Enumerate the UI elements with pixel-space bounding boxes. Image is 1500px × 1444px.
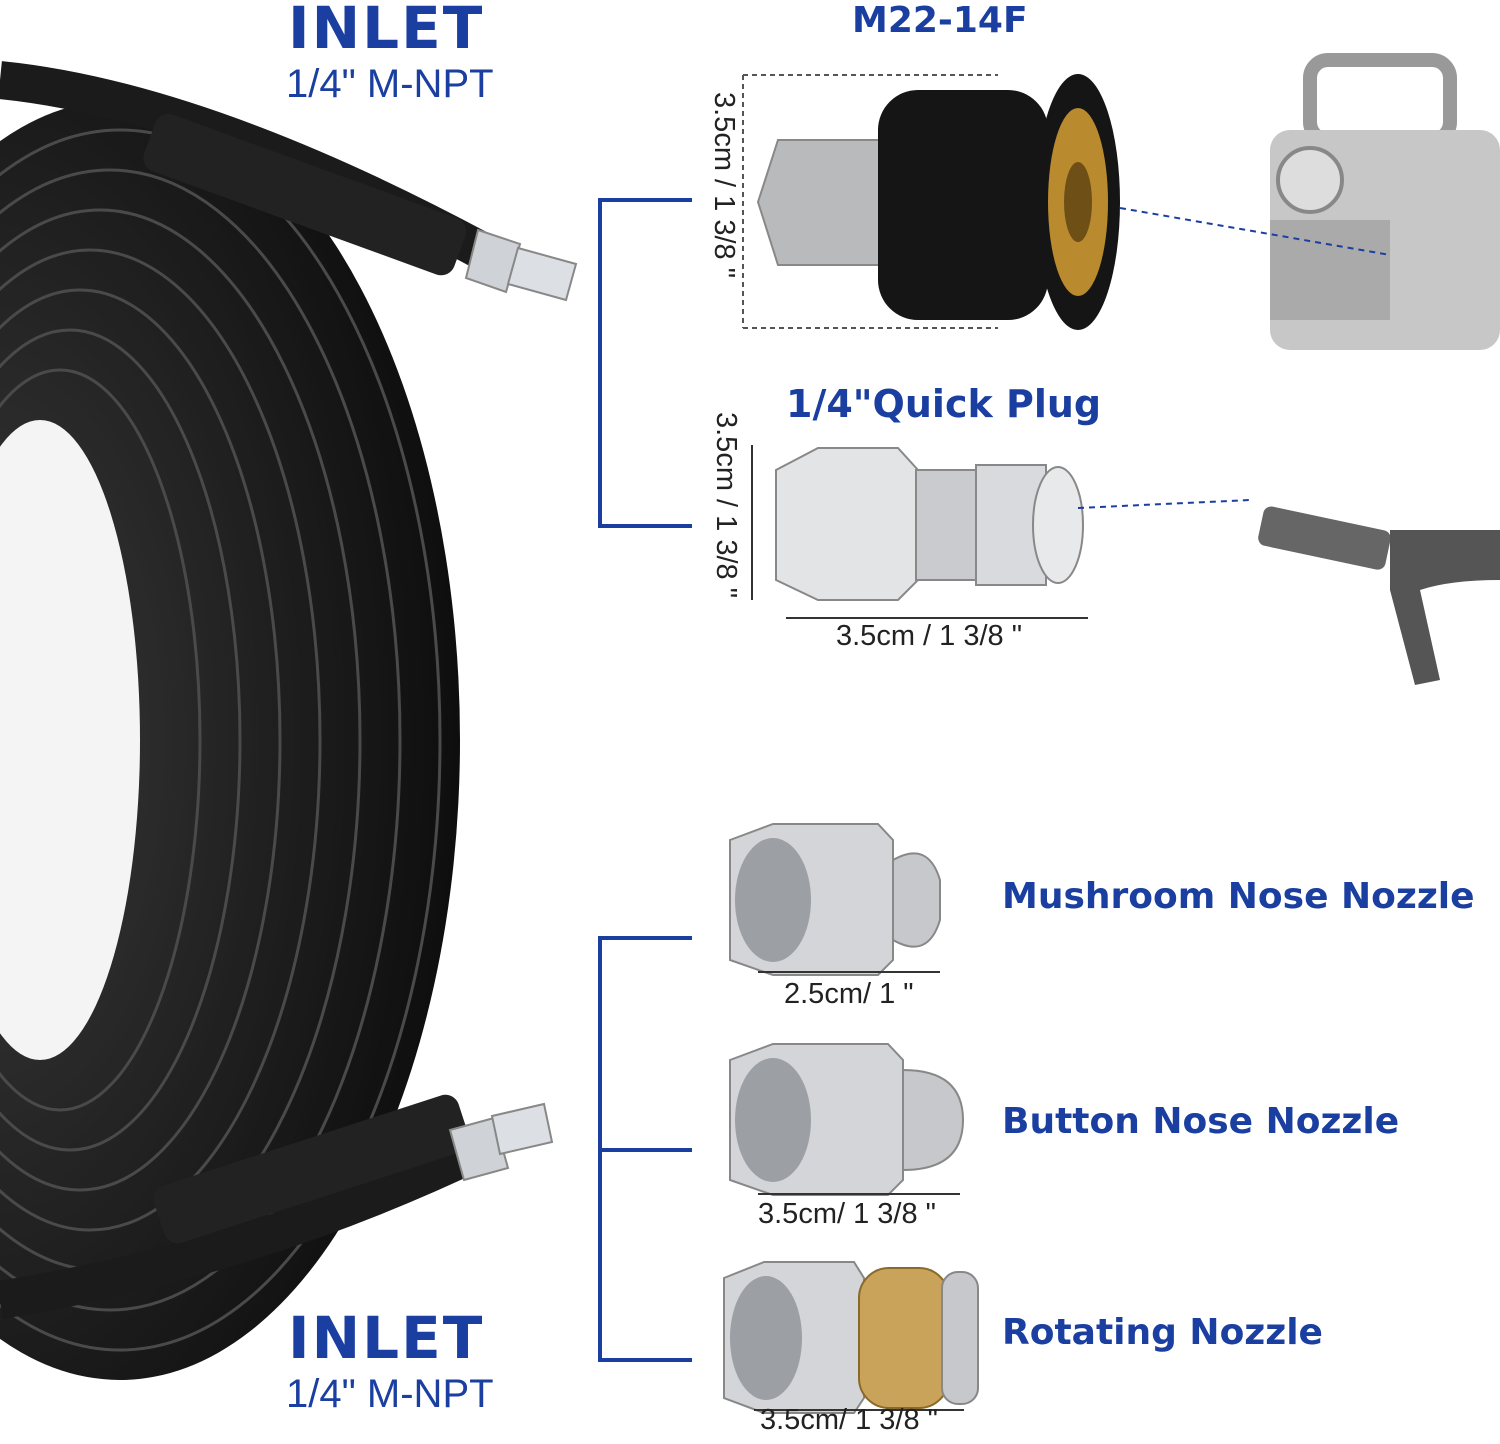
- mushroom-nozzle-label: Mushroom Nose Nozzle: [1002, 876, 1475, 917]
- rotating-nozzle-label: Rotating Nozzle: [1002, 1312, 1323, 1353]
- inlet-top-spec: 1/4" M-NPT: [286, 62, 494, 106]
- button-nozzle-image: [729, 1043, 965, 1196]
- button-nozzle-dim: 3.5cm/ 1 3/8 ": [758, 1198, 936, 1230]
- nozzle-bracket: [598, 936, 692, 1362]
- inlet-top-title: INLET: [288, 0, 485, 62]
- connector-bracket-top: [598, 198, 692, 528]
- mushroom-nozzle-dim: 2.5cm/ 1 ": [784, 978, 914, 1010]
- rotating-nozzle-dim: 3.5cm/ 1 3/8 ": [760, 1404, 938, 1436]
- m22-fitting-image: [742, 74, 1120, 330]
- mushroom-nozzle-image: [729, 823, 941, 976]
- m22-label: M22-14F: [852, 0, 1028, 41]
- spray-gun-image: [1077, 499, 1500, 685]
- quick-plug-image: [751, 445, 1088, 619]
- hose-coil-image: [0, 61, 578, 1380]
- quick-plug-height-dim: 3.5cm / 1 3/8 ": [710, 412, 742, 598]
- pressure-washer-image: [1120, 53, 1500, 350]
- button-nozzle-label: Button Nose Nozzle: [1002, 1101, 1400, 1142]
- quick-plug-width-dim: 3.5cm / 1 3/8 ": [836, 620, 1022, 652]
- quick-plug-label: 1/4"Quick Plug: [786, 382, 1102, 426]
- inlet-bottom-spec: 1/4" M-NPT: [286, 1372, 494, 1416]
- rotating-nozzle-image: [723, 1261, 979, 1414]
- inlet-bottom-title: INLET: [288, 1304, 485, 1372]
- m22-height-dim: 3.5cm / 1 3/8 ": [708, 92, 740, 278]
